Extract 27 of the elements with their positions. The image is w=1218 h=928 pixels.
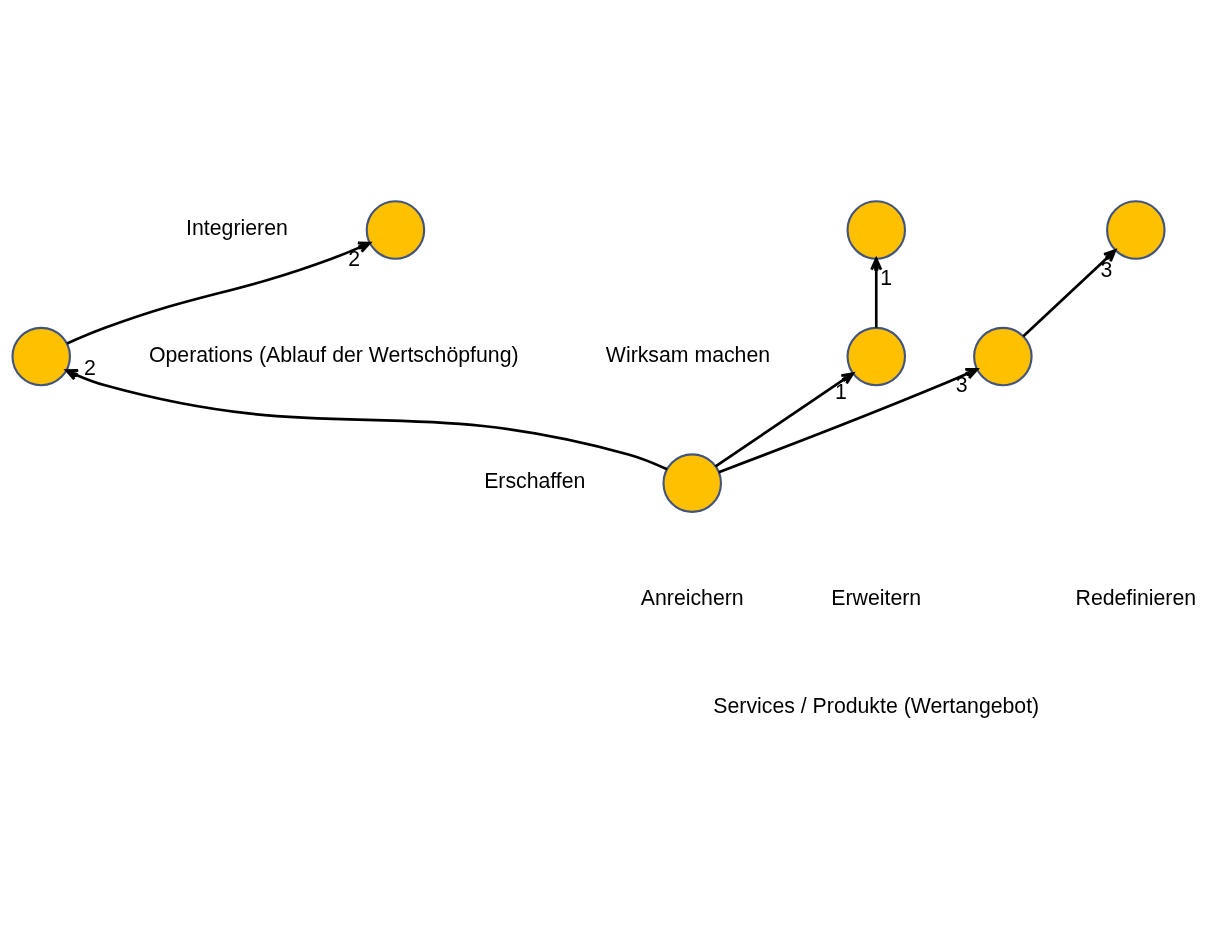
arrow xyxy=(870,257,883,328)
edge-label: 2 xyxy=(83,356,96,381)
edge-label: 1 xyxy=(834,379,847,404)
label: Integrieren xyxy=(186,216,288,241)
node-circle xyxy=(1106,200,1166,260)
node-circle xyxy=(11,326,71,387)
arrow xyxy=(718,367,979,474)
edge-label: 1 xyxy=(880,266,893,291)
label: Erweitern xyxy=(831,586,922,611)
label: Wirksam machen xyxy=(605,342,771,367)
label: Services / Produkte (Wertangebot) xyxy=(713,693,1040,718)
node-circle xyxy=(662,453,723,513)
edge-label: 2 xyxy=(348,246,361,271)
edge-label: 3 xyxy=(1100,258,1113,283)
node-circle xyxy=(973,326,1033,387)
arrow xyxy=(1022,249,1117,338)
arrow xyxy=(66,241,371,345)
arrow xyxy=(714,372,855,468)
arrow xyxy=(65,369,668,471)
label: Operations (Ablauf der Wertschöpfung) xyxy=(148,342,519,367)
node-circle xyxy=(846,326,907,387)
node-circle xyxy=(365,200,426,260)
edge-label: 3 xyxy=(955,373,968,398)
label: Redefinieren xyxy=(1075,586,1197,611)
label: Anreichern xyxy=(640,586,744,611)
label: Erschaffen xyxy=(484,469,586,494)
node-circle xyxy=(846,200,907,260)
